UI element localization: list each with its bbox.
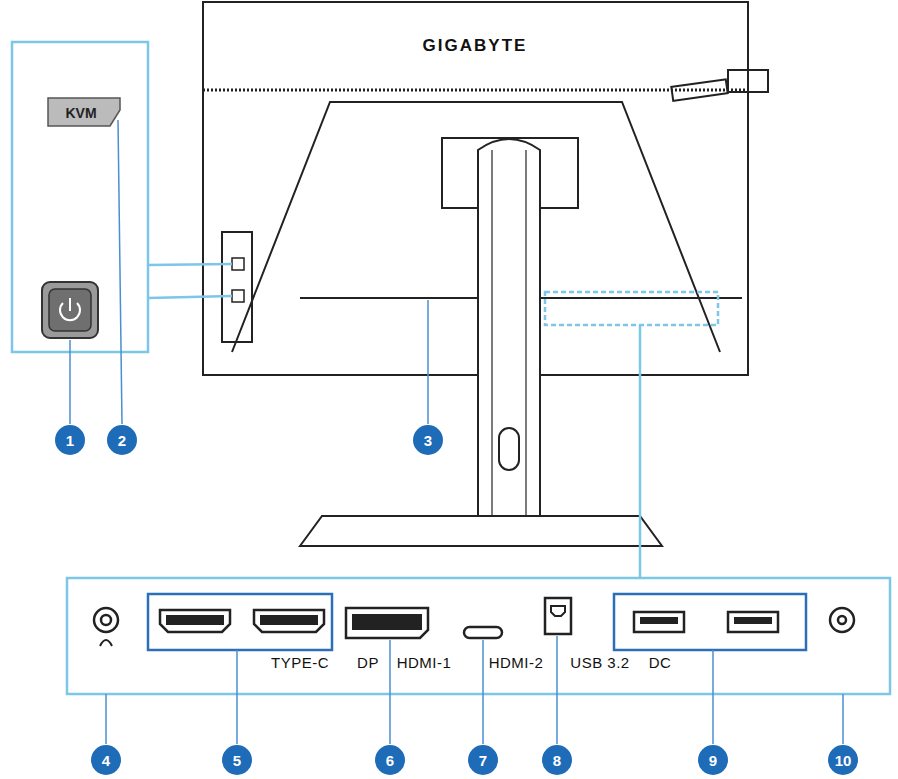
dc-jack — [830, 608, 854, 632]
callout-number: 10 — [835, 753, 852, 768]
callout-number: 7 — [479, 753, 487, 768]
callout-circles — [55, 425, 858, 775]
port-label: HDMI-1 — [397, 655, 452, 670]
zoom-line — [148, 264, 232, 265]
power-button — [42, 282, 98, 338]
port-label: DP — [357, 655, 379, 670]
kvm-key-small — [232, 258, 244, 270]
zoom-line — [148, 296, 232, 298]
kvm-button — [48, 98, 120, 126]
rear-recess — [232, 102, 720, 352]
callout-number: 9 — [709, 753, 717, 768]
callout-number: 6 — [386, 753, 394, 768]
usb-a-port — [634, 612, 684, 632]
port-label: USB 3.2 — [570, 655, 629, 670]
headphone-jack — [94, 608, 118, 632]
brand-logo: GIGABYTE — [423, 37, 528, 54]
zoom-line — [639, 325, 642, 578]
hdmi-port — [160, 610, 230, 632]
port-label: TYPE-C — [271, 655, 329, 670]
cable-hole — [499, 428, 519, 470]
usb-a-port — [728, 612, 778, 632]
hdmi-group-frame — [148, 594, 332, 650]
callout-number: 5 — [233, 753, 241, 768]
port-highlight — [545, 292, 718, 325]
usb-b-port — [545, 598, 571, 634]
tag — [671, 79, 727, 101]
callout-number: 2 — [118, 433, 126, 448]
monitor-shell — [203, 2, 748, 375]
usb-c-port — [464, 627, 502, 638]
power-key-small — [232, 290, 244, 302]
port-label: HDMI-2 — [489, 655, 544, 670]
stand-base — [300, 516, 662, 546]
hdmi-port — [254, 610, 324, 632]
stand-neck — [478, 139, 540, 540]
tag — [728, 70, 768, 92]
callout-number: 3 — [424, 433, 432, 448]
leader-lines — [70, 120, 843, 744]
callout-number: 1 — [66, 433, 74, 448]
port-panel-frame — [67, 578, 890, 694]
usb-group-frame — [614, 594, 806, 650]
zoom-frame — [12, 42, 148, 352]
button-label: KVM — [65, 106, 96, 120]
port-label: DC — [649, 655, 672, 670]
vent-line — [203, 89, 748, 92]
dp-port — [346, 608, 428, 638]
side-io-panel — [222, 232, 252, 342]
callout-number: 4 — [102, 753, 110, 768]
callout-number: 8 — [553, 753, 561, 768]
